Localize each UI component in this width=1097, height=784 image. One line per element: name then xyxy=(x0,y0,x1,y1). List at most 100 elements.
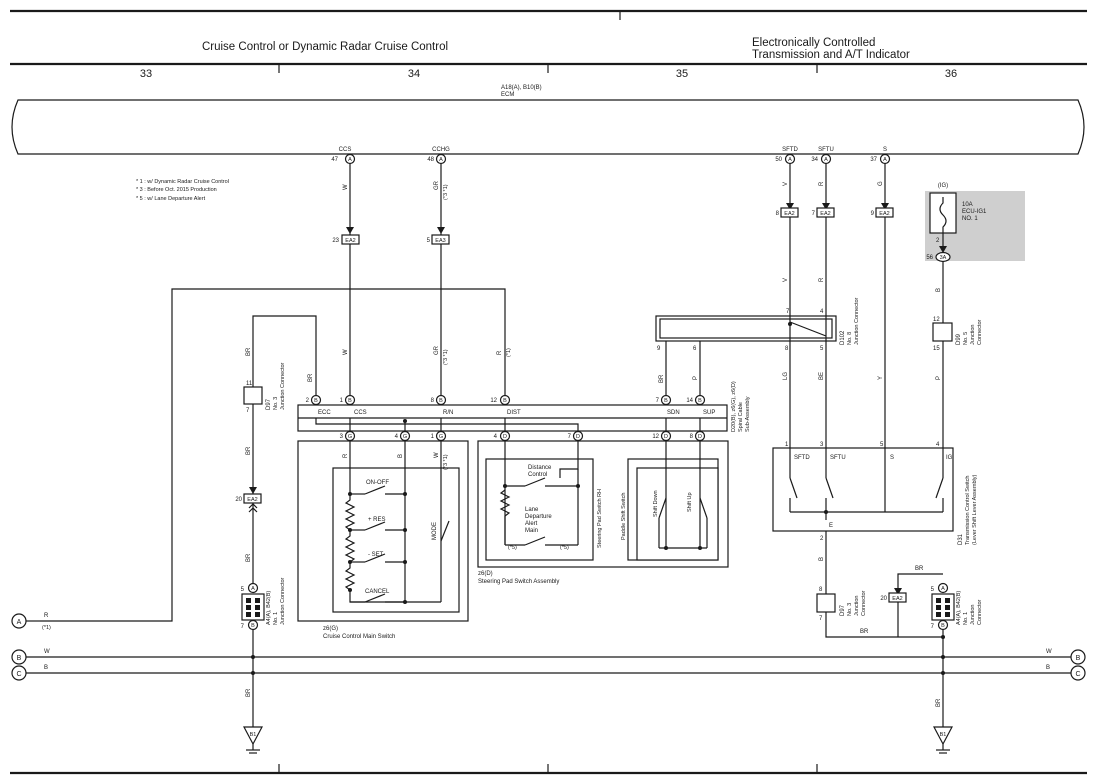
column-number: 36 xyxy=(945,68,957,80)
pin-number: 1 xyxy=(785,442,789,448)
pin-conn: B xyxy=(698,398,702,404)
component-name: Cruise Control Main Switch xyxy=(323,634,395,640)
connector-pin: 7 xyxy=(241,624,245,630)
pin-signal: SDN xyxy=(667,410,680,416)
connector-pin: 5 xyxy=(241,587,245,593)
connector-label: A4(A), B42(B) xyxy=(266,591,272,625)
connector-pin: 20 xyxy=(235,497,242,503)
pin-signal: SFTD xyxy=(794,455,810,461)
wire-color: R xyxy=(819,277,825,282)
connector-pin: 11 xyxy=(246,381,253,387)
pin-number: 8 xyxy=(785,346,789,352)
wire-color: B xyxy=(398,454,404,458)
pin-letter: A xyxy=(251,586,255,592)
ecm-pin-conn: A xyxy=(788,157,792,163)
ecm-pin-number: 34 xyxy=(811,157,818,163)
connector-desc: Junction Connector xyxy=(854,297,860,345)
wire-color: BR xyxy=(936,698,942,707)
pin-number: 12 xyxy=(490,398,497,404)
ecm-pin-number: 37 xyxy=(870,157,877,163)
connector-label: D97 xyxy=(266,398,272,410)
pin-number: 4 xyxy=(494,434,498,440)
ecm-pin-number: 48 xyxy=(427,157,434,163)
connector-pin: 7 xyxy=(931,624,935,630)
rail-id: C xyxy=(1075,671,1080,678)
switch-label: MODE xyxy=(432,522,438,540)
pin-letter: B xyxy=(251,623,255,629)
rail-wire: W xyxy=(1046,649,1052,655)
component-name: z6(G) xyxy=(323,626,338,632)
connector-desc: Connector xyxy=(977,599,983,625)
ecm-pin-conn: A xyxy=(824,157,828,163)
pin-number: 4 xyxy=(395,434,399,440)
rail-wire: B xyxy=(44,665,48,671)
connector-desc: No. 5 xyxy=(963,332,969,345)
ig-wire: B 12 15 D99 No. 5 Junction Connector P xyxy=(932,262,983,448)
connector-name: EA2 xyxy=(247,497,257,503)
footnote: * 5 : w/ Lane Departure Alert xyxy=(136,196,206,202)
connector-desc: Junction Connector xyxy=(280,577,286,625)
wire-color: P xyxy=(936,376,942,380)
switch-note: (*5) xyxy=(560,545,569,551)
spiral-cable: D20(B), z6(G), z6(D) Spiral Cable Sub-As… xyxy=(297,381,751,442)
pin-number: 12 xyxy=(652,434,659,440)
wire-color: BR xyxy=(246,553,252,562)
connector-name: EA2 xyxy=(345,238,355,244)
connector-desc: Junction xyxy=(970,325,976,346)
pin-number: 8 xyxy=(431,398,435,404)
ecm-connector-label: A18(A), B10(B) xyxy=(501,85,542,91)
pin-conn: D xyxy=(576,434,580,440)
connector-pin: 7 xyxy=(812,211,816,217)
pin-number: 3 xyxy=(820,442,824,448)
pin-signal: CCS xyxy=(354,410,367,416)
pin-number: 7 xyxy=(786,309,790,315)
switch-label: ON-OFF xyxy=(366,480,389,486)
switch-label: Control xyxy=(528,472,547,478)
connector-name: EA2 xyxy=(879,211,889,217)
fuse-pin: 2 xyxy=(936,238,940,244)
connector-pin: 20 xyxy=(880,596,887,602)
footnote: * 1 : w/ Dynamic Radar Cruise Control xyxy=(136,179,229,185)
connector-label: D97 xyxy=(840,604,846,616)
connector-name: 3A xyxy=(940,255,947,261)
wire-note: (*3 *1) xyxy=(443,184,449,200)
wire-color: W xyxy=(343,349,349,355)
pin-number: 2 xyxy=(306,398,310,404)
ground-label: B1 xyxy=(250,732,257,738)
connector-pin: 7 xyxy=(246,408,250,414)
pin-conn: G xyxy=(403,434,407,440)
wire-color: BR xyxy=(308,373,314,382)
connector-desc: No. 1 xyxy=(963,612,969,625)
switch-label: + RES xyxy=(368,517,386,523)
connector-label: D99 xyxy=(956,333,962,345)
wire-color: R xyxy=(343,453,349,458)
pin-conn: B xyxy=(439,398,443,404)
connector-pin: 8 xyxy=(819,587,823,593)
pin-number: 7 xyxy=(568,434,572,440)
connector-pin: 5 xyxy=(931,587,935,593)
pin-number: 14 xyxy=(686,398,693,404)
wire-color: R xyxy=(497,350,503,355)
switch-label: - SET xyxy=(368,552,384,558)
cruise-control-main-switch: R B W (*3 *1) ON-OFF + RES - SET CANCEL xyxy=(297,440,469,640)
rh-switch-label: Steering Pad Switch RH xyxy=(597,489,603,548)
fuse-ecu-ig1: (IG) 10A ECU-IG1 NO. 1 2 56 3A xyxy=(925,183,1025,263)
d102-junction: BR P 7 4 9 6 8 5 D102 No. 8 Junction Con… xyxy=(655,297,860,396)
pin-conn: D xyxy=(503,434,507,440)
ecm-pin-number: 50 xyxy=(775,157,782,163)
switch-label: Departure xyxy=(525,514,552,520)
pin-number: 1 xyxy=(340,398,344,404)
component-label: D31 xyxy=(958,533,964,545)
wire-color: V xyxy=(783,182,789,186)
pin-number: 4 xyxy=(820,309,824,315)
footnote: * 3 : Before Oct. 2015 Production xyxy=(136,187,217,193)
pin-conn: B xyxy=(314,398,318,404)
pin-number: 2 xyxy=(820,536,824,542)
connector-desc: Junction xyxy=(854,596,860,617)
component-desc: Transmission Control Switch xyxy=(965,476,971,545)
connector-pin: 56 xyxy=(926,255,933,261)
switch-label: Main xyxy=(525,528,538,534)
wire-color: GR xyxy=(434,180,440,190)
wire-color: LG xyxy=(783,372,789,380)
